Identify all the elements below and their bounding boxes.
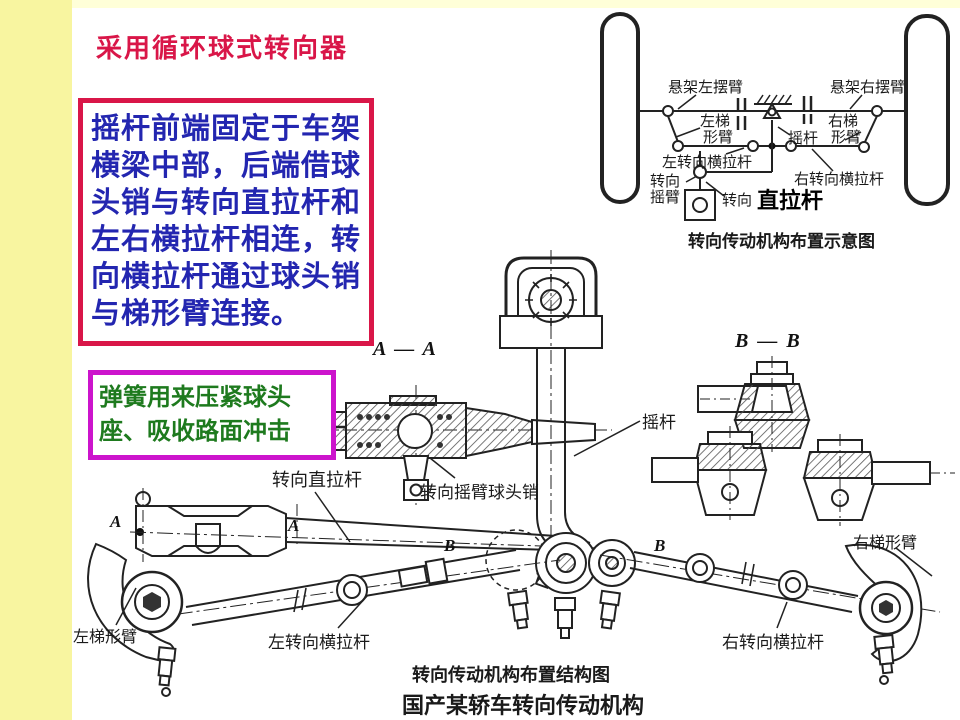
- tip-line: 弹簧用来压紧球头: [99, 384, 291, 411]
- label-right-trap-line2: 形臂: [831, 129, 862, 146]
- section-bb-drawing: [651, 356, 955, 526]
- label-drag-bold-overlay: 直拉杆: [757, 188, 824, 213]
- marker-b-2: B: [654, 536, 666, 555]
- schematic-top: [600, 12, 950, 221]
- label-left-trap-line2: 形臂: [703, 129, 734, 146]
- frame-mount-icon: [754, 94, 792, 119]
- left-wheel-icon: [600, 12, 640, 204]
- label-pitman-line2: 摇臂: [650, 189, 681, 206]
- assembly-leaders: [115, 420, 933, 629]
- label-pitman-line1: 转向: [650, 173, 681, 190]
- note-line: 头销与转向直拉杆和: [91, 187, 362, 219]
- label-susp-left-arm: 悬架左摆臂: [668, 79, 744, 96]
- note-box: 摇杆前端固定于车架 横梁中部，后端借球 头销与转向直拉杆和 左右横拉杆相连，转 …: [78, 98, 374, 346]
- label-yaogan-schematic: 摇杆: [788, 130, 819, 147]
- label-drag-link: 转向直拉杆: [272, 470, 362, 490]
- caption-structure: 转向传动机构布置结构图: [412, 665, 610, 685]
- right-wheel-icon: [904, 14, 950, 206]
- kingpin-ticks-icon: [736, 96, 813, 130]
- caption-main: 国产某轿车转向传动机构: [402, 693, 645, 718]
- label-yaogan-main: 摇杆: [642, 413, 676, 432]
- tip-box: 弹簧用来压紧球头 座、吸收路面冲击: [88, 370, 336, 460]
- note-line: 左右横拉杆相连，转: [91, 224, 362, 256]
- note-line: 向横拉杆通过球头销: [91, 261, 362, 293]
- label-left-trap-arm: 左梯形臂: [73, 629, 138, 646]
- assembly-drawing: [87, 420, 941, 697]
- marker-a-2: A: [288, 516, 300, 535]
- note-line: 摇杆前端固定于车架: [91, 113, 362, 145]
- section-bb-title: B — B: [735, 330, 802, 352]
- marker-b-1: B: [444, 536, 456, 555]
- label-left-tie-rod: 左转向横拉杆: [268, 633, 370, 652]
- label-right-trap-line1: 右梯: [828, 113, 859, 130]
- marker-a-1: A: [110, 512, 122, 531]
- note-line: 与梯形臂连接。: [91, 298, 302, 330]
- yellow-sidebar-strip: [0, 0, 72, 720]
- tip-line: 座、吸收路面冲击: [99, 418, 291, 445]
- schematic-caption: 转向传动机构布置示意图: [688, 232, 875, 251]
- label-right-tie-schematic: 右转向横拉杆: [794, 171, 885, 188]
- label-pitman-ball-pin: 转向摇臂球头销: [420, 483, 539, 502]
- label-left-trap-line1: 左梯: [700, 113, 731, 130]
- spring-coils-icon: [357, 414, 452, 448]
- label-susp-right-arm: 悬架右摆臂: [830, 79, 906, 96]
- label-left-tie-schematic: 左转向横拉杆: [662, 154, 753, 171]
- label-drag-prefix: 转向: [722, 192, 753, 209]
- note-line: 横梁中部，后端借球: [91, 150, 362, 182]
- yaogan-arm-drawing: [499, 250, 603, 556]
- label-right-tie-rod: 右转向横拉杆: [722, 633, 824, 652]
- page-title: 采用循环球式转向器: [96, 33, 349, 63]
- schematic-leaders: [675, 94, 863, 197]
- section-aa-title: A — A: [373, 338, 438, 360]
- yellow-top-strip: [72, 0, 960, 8]
- label-right-trap-arm: 右梯形臂: [853, 535, 918, 552]
